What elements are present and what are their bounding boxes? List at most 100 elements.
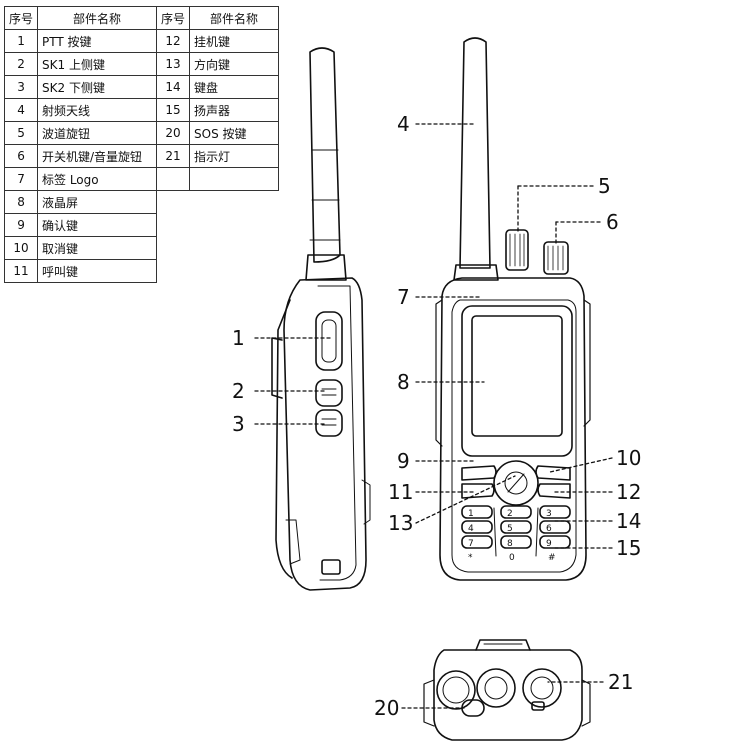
ptt-button <box>315 311 343 371</box>
empty-cell <box>156 259 279 283</box>
confirm-key <box>461 465 497 481</box>
key-hash-label: # <box>548 553 556 563</box>
direction-key-center <box>504 471 528 495</box>
callout-11: 11 <box>388 480 413 504</box>
part-name: 液晶屏 <box>37 190 158 214</box>
callout-10: 10 <box>616 446 641 470</box>
key-3-label: 3 <box>546 509 552 519</box>
callout-3: 3 <box>232 412 245 436</box>
call-key <box>461 483 495 499</box>
side-belt-clip <box>271 299 293 579</box>
top-antenna-socket <box>436 670 476 710</box>
top-side-left <box>423 679 435 727</box>
callout-5: 5 <box>598 174 611 198</box>
empty-cell <box>156 236 279 260</box>
key-2 <box>500 505 532 519</box>
empty-cell <box>156 190 279 214</box>
hangup-key <box>537 483 571 499</box>
front-view <box>435 37 591 581</box>
key-7 <box>461 535 493 549</box>
parts-table: 序号 部件名称 序号 部件名称 1 PTT 按键 12 挂机键 2 SK1 上侧… <box>3 6 280 283</box>
part-num: 9 <box>3 213 39 237</box>
leader-13 <box>415 475 516 524</box>
callout-8: 8 <box>397 370 410 394</box>
empty-cell <box>156 213 279 237</box>
callout-20: 20 <box>374 696 399 720</box>
ptt-button-inner <box>321 319 337 363</box>
sos-button <box>461 699 485 717</box>
callout-labels: 1 2 3 4 5 6 7 8 9 10 11 12 13 14 15 20 2… <box>232 112 641 720</box>
header-name-left: 部件名称 <box>37 6 158 30</box>
key-3 <box>539 505 571 519</box>
key-7-label: 7 <box>468 539 474 549</box>
header-num-left: 序号 <box>3 6 39 30</box>
table-row: 7 标签 Logo <box>3 167 280 191</box>
part-name: 取消键 <box>37 236 158 260</box>
key-4 <box>461 520 493 534</box>
part-name: 呼叫键 <box>37 259 158 283</box>
direction-key <box>493 460 539 506</box>
key-6 <box>539 520 571 534</box>
part-num: 5 <box>3 121 39 145</box>
side-antenna-stripe <box>309 149 341 241</box>
leader-lines <box>254 123 613 709</box>
top-antenna-socket-inner <box>442 676 470 704</box>
part-num: 20 <box>156 121 191 145</box>
part-num: 14 <box>156 75 191 99</box>
part-name: SOS 按键 <box>189 121 280 145</box>
callout-13: 13 <box>388 511 413 535</box>
top-clip <box>475 639 531 651</box>
channel-knob <box>505 229 529 271</box>
callout-12: 12 <box>616 480 641 504</box>
callout-4: 4 <box>397 112 410 136</box>
top-channel-knob-inner <box>484 676 508 700</box>
table-row: 2 SK1 上侧键 13 方向键 <box>3 52 280 76</box>
part-num: 6 <box>3 144 39 168</box>
power-volume-knob-grip <box>547 245 564 271</box>
part-num: 13 <box>156 52 191 76</box>
side-antenna <box>309 47 341 263</box>
callout-21: 21 <box>608 670 633 694</box>
side-body-inner <box>317 285 357 581</box>
table-header-row: 序号 部件名称 序号 部件名称 <box>3 6 280 30</box>
keypad <box>461 505 571 557</box>
front-antenna-base <box>453 264 499 281</box>
part-num: 21 <box>156 144 191 168</box>
table-row: 8 液晶屏 <box>3 190 279 214</box>
side-latch <box>321 559 341 575</box>
side-right-edge <box>361 479 371 525</box>
part-num: 11 <box>3 259 39 283</box>
part-num: 4 <box>3 98 39 122</box>
front-body-inner <box>451 299 577 573</box>
front-antenna <box>459 37 491 269</box>
table-row: 5 波道旋钮 20 SOS 按键 <box>3 121 280 145</box>
sk2-button <box>315 409 343 437</box>
part-name: 挂机键 <box>189 29 280 53</box>
side-view <box>271 47 371 591</box>
key-8-label: 8 <box>507 539 513 549</box>
side-body <box>283 277 367 591</box>
table-row: 11 呼叫键 <box>3 259 279 283</box>
part-name: 开关机键/音量旋钮 <box>37 144 158 168</box>
callout-7: 7 <box>397 285 410 309</box>
side-clip-detail <box>285 519 301 565</box>
lcd-screen <box>471 315 563 437</box>
table-row: 3 SK2 下侧键 14 键盘 <box>3 75 280 99</box>
top-channel-knob <box>476 668 516 708</box>
front-side-grip-right <box>583 299 591 427</box>
key-star-label: * <box>468 553 473 563</box>
leader-10 <box>549 457 613 473</box>
callout-2: 2 <box>232 379 245 403</box>
key-0-label: 0 <box>509 553 515 563</box>
keypad-speaker-ridge-left <box>493 507 539 557</box>
part-num: 12 <box>156 29 191 53</box>
keypad-labels: 1 2 3 4 5 6 7 8 9 * 0 # <box>468 509 556 563</box>
key-5 <box>500 520 532 534</box>
direction-key-slash <box>507 473 525 493</box>
sk1-button <box>315 379 343 407</box>
top-view <box>423 639 591 741</box>
empty-cell <box>189 167 280 191</box>
key-4-label: 4 <box>468 524 474 534</box>
callout-9: 9 <box>397 449 410 473</box>
